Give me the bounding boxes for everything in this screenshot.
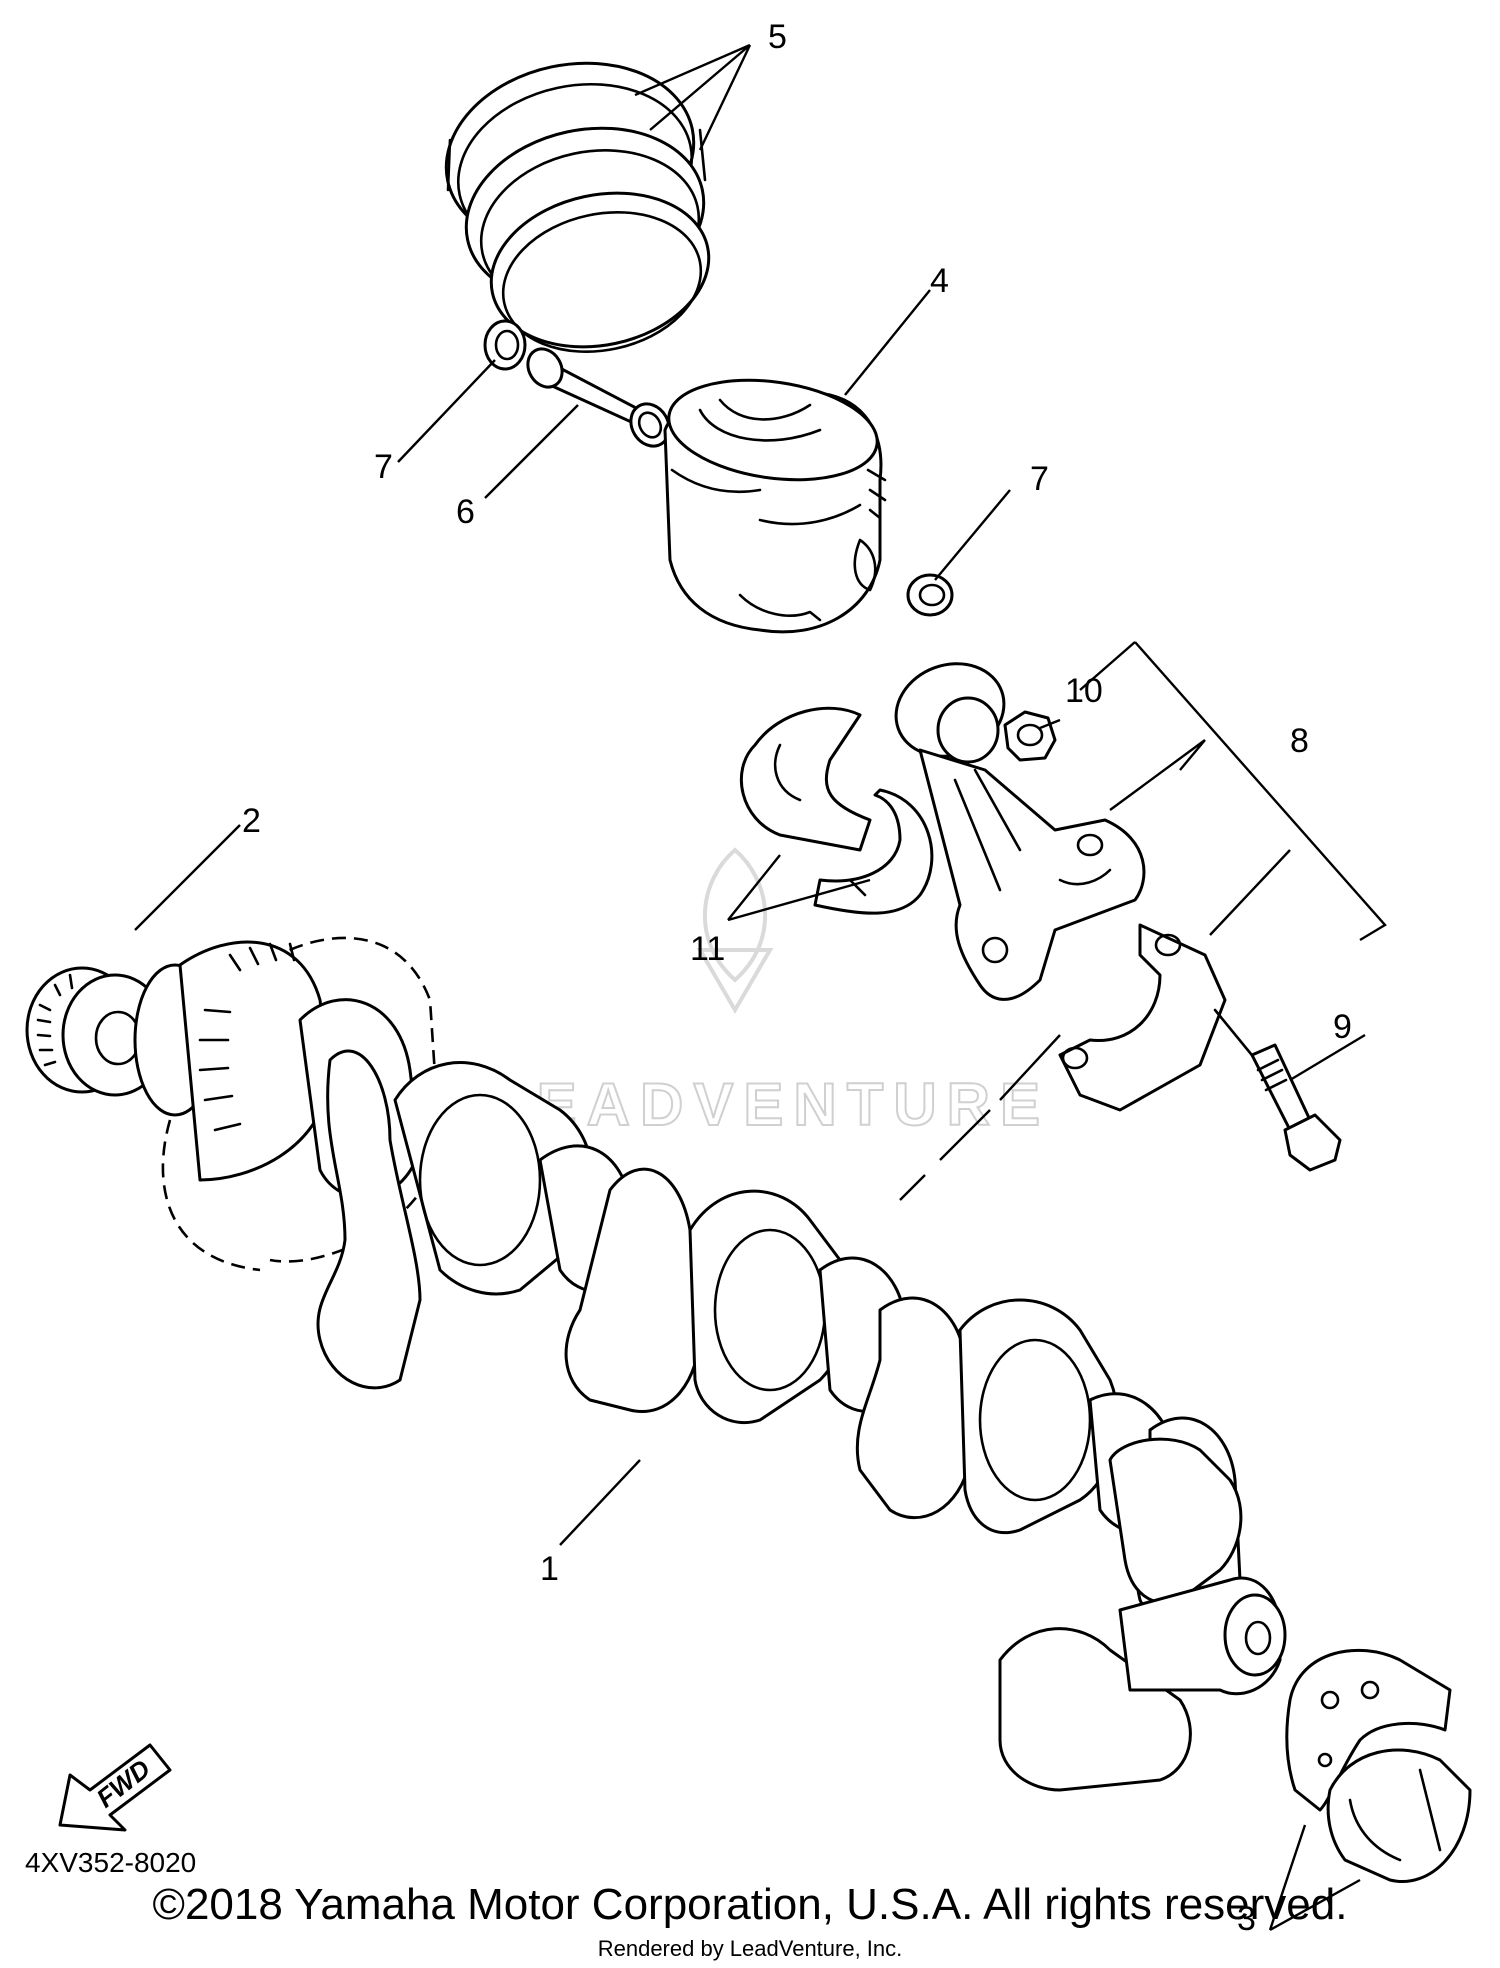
- forward-arrow-icon: FWD: [58, 1743, 172, 1832]
- callout-7-left: 7: [374, 448, 393, 486]
- copyright-notice: ©2018 Yamaha Motor Corporation, U.S.A. A…: [152, 1880, 1348, 1929]
- big-end-bearings: [739, 706, 934, 915]
- leadventure-watermark: LEADVENTURE: [489, 847, 1050, 1139]
- piston-pin-clip-right: [906, 573, 954, 617]
- callout-numbers: 5 4 7 6 7 10 8 2 11 9 1 3: [242, 18, 1352, 1938]
- crankshaft: [133, 936, 1287, 1792]
- connecting-rod: [894, 662, 1146, 1001]
- callout-10: 10: [1065, 672, 1103, 710]
- rendered-by-notice: Rendered by LeadVenture, Inc.: [597, 1936, 903, 1961]
- callout-2: 2: [242, 802, 261, 840]
- callout-11: 11: [690, 930, 725, 968]
- callout-6: 6: [456, 493, 475, 531]
- piston-pin-clip-left: [483, 319, 527, 371]
- callout-3: 3: [1237, 1900, 1256, 1938]
- connecting-rod-cap: [1058, 923, 1227, 1112]
- callout-7-right: 7: [1030, 460, 1049, 498]
- callout-4: 4: [930, 262, 949, 300]
- diagram-code: 4XV352-8020: [25, 1847, 196, 1878]
- watermark-text: LEADVENTURE: [490, 1071, 1050, 1138]
- callout-9: 9: [1333, 1008, 1352, 1046]
- callout-1: 1: [540, 1550, 559, 1588]
- main-bearings: [1285, 1648, 1472, 1883]
- piston: [663, 378, 887, 634]
- watermark-flame-icon: [696, 847, 774, 1014]
- callout-8: 8: [1290, 722, 1309, 760]
- leader-lines: [134, 43, 1387, 1932]
- piston-rings: [444, 61, 711, 353]
- callout-5: 5: [768, 18, 787, 56]
- connecting-rod-nut: [1003, 710, 1057, 762]
- piston-pin: [526, 347, 671, 448]
- connecting-rod-bolt: [1213, 1008, 1342, 1172]
